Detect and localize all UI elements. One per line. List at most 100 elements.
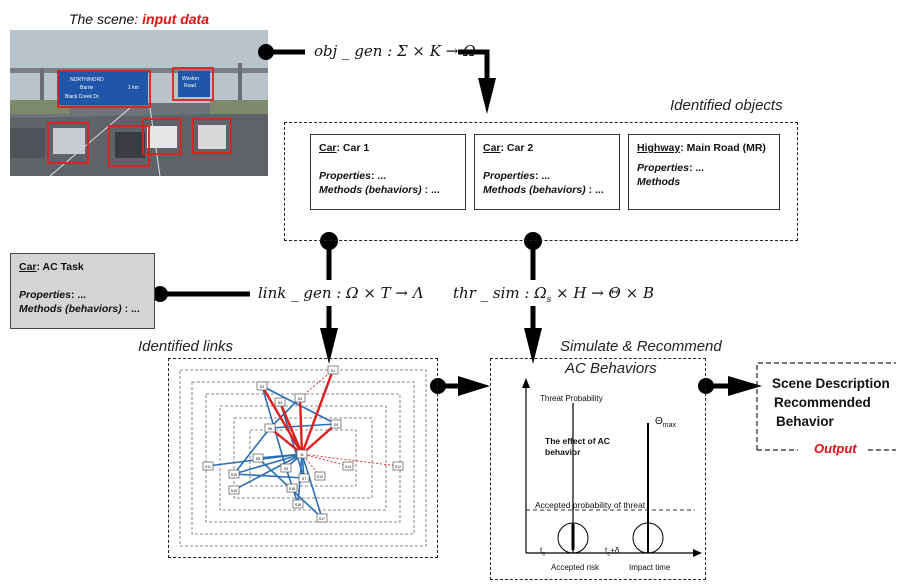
graph-node-label: S15 (231, 489, 237, 493)
methods-label: Methods (behaviors) (483, 184, 586, 197)
sign-left-line4: Black Creek Dr. (65, 94, 100, 100)
methods-value: : ... (421, 184, 440, 197)
properties-value: : ... (370, 170, 387, 183)
threat-edge (301, 423, 337, 455)
sign-left-line2: Barrie (80, 85, 94, 91)
graph-node: S3 (274, 397, 286, 407)
threat-edge (301, 453, 349, 467)
identified-objects-caption: Identified objects (670, 97, 783, 114)
properties-label: Properties (483, 170, 535, 183)
accepted-risk-label: Accepted risk (551, 563, 600, 572)
methods-value: : ... (585, 184, 604, 197)
methods-label: Methods (behaviors) (319, 184, 422, 197)
identified-links-caption: Identified links (138, 338, 234, 355)
effect-label: The effect of AC behavior (545, 436, 610, 457)
simulate-caption-line1: Simulate & Recommend (560, 338, 722, 355)
link-edge (233, 473, 305, 479)
graph-node-label: M (301, 453, 304, 457)
graph-node-label: S13 (317, 475, 323, 479)
obj-gen-formula: obj _ gen : Σ × K → Ω (314, 42, 476, 60)
link-gen-formula: link _ gen : Ω × T → Λ (258, 284, 424, 302)
graph-node: S8 (252, 453, 264, 463)
output-label: Output (814, 441, 857, 456)
thr-sim-formula: thr _ sim : Ωs × H → Θ × B (453, 284, 654, 305)
graph-node: S16 (292, 499, 304, 509)
properties-value: : ... (688, 162, 705, 175)
graph-node: S18 (286, 483, 298, 493)
graph-node-label: S16 (295, 503, 301, 507)
theta-sub: max (662, 422, 677, 429)
thr-sim-prefix: thr _ sim : Ω (453, 284, 547, 302)
graph-node-label: S2 (260, 385, 264, 389)
graph-node-label: S10 (231, 473, 237, 477)
graph-node-label: S8 (256, 457, 260, 461)
graph-node: S9 (280, 463, 292, 473)
graph-node-label: S9 (284, 467, 288, 471)
graph-node-label: S7 (302, 477, 306, 481)
link-edge (233, 427, 271, 475)
threat-edge (298, 397, 304, 455)
graph-node-label: S17 (319, 517, 325, 521)
t0-label: tc (540, 546, 545, 558)
impact-time-label: Impact time (629, 563, 671, 572)
graph-node: S14 (342, 461, 354, 471)
scene-title-prefix: The scene: (68, 11, 143, 27)
sign-left-line1: NORTH/NORD (70, 77, 104, 83)
output-container: Scene Description Recommended Behavior O… (756, 362, 896, 456)
t0-symbol: t (540, 546, 543, 555)
graph-node: S17 (316, 513, 328, 523)
graph-node: S4 (294, 393, 306, 403)
graph-node: M (296, 449, 308, 459)
arrow-down-icon (478, 78, 496, 114)
t1-suffix: +δ (610, 546, 620, 555)
arrow-down-icon (524, 328, 542, 364)
threat-edge (300, 369, 335, 455)
output-line: Behavior (776, 414, 834, 429)
y-axis-label: Threat Probability (540, 394, 603, 403)
scene-title-highlight: input data (142, 11, 210, 27)
scene-title: The scene: input data (10, 8, 268, 30)
object-type: Car (483, 142, 501, 154)
properties-label: Properties (319, 170, 371, 183)
thr-sim-suffix: × H → Θ × B (551, 284, 654, 302)
graph-node: S1 (327, 365, 339, 375)
object-card-car2: Car: Car 2 Properties: ... Methods (beha… (474, 134, 620, 210)
graph-node: S15 (228, 485, 240, 495)
graph-node: S5 (330, 419, 342, 429)
object-card-car1: Car: Car 1 Properties: ... Methods (beha… (310, 134, 466, 210)
object-type: Highway (637, 142, 681, 154)
ac-task-card: Car: AC Task Properties: ... Methods (be… (10, 253, 155, 329)
properties-value: : ... (534, 170, 551, 183)
scene-image: NORTH/NORD Barrie 1 km Black Creek Dr. W… (10, 8, 268, 176)
graph-node: S11 (202, 461, 214, 471)
ac-task-type: Car (19, 261, 37, 273)
output-text: Scene Description Recommended Behavior (772, 374, 890, 431)
graph-node-label: S4 (298, 397, 302, 401)
methods-value: : ... (121, 303, 140, 316)
graph-node: S10 (228, 469, 240, 479)
t1-sub: c (607, 551, 611, 558)
simulate-caption-line2: AC Behaviors (565, 360, 657, 377)
link-edge (301, 453, 323, 519)
properties-label: Properties (637, 162, 689, 175)
t1-symbol: t (605, 546, 608, 555)
thr-sim-sub: s (546, 295, 552, 305)
object-type: Car (319, 142, 337, 154)
accepted-probability-label: Accepted probability of threat (535, 500, 646, 510)
sign-right-line2: Road (184, 83, 196, 89)
graph-node-label: S14 (345, 465, 351, 469)
properties-value: : ... (70, 289, 87, 302)
threat-chart (522, 378, 702, 557)
threat-edge (301, 453, 399, 467)
threat-edge (260, 385, 304, 455)
graph-node: S2 (256, 381, 268, 391)
theta-max-label: Θmax (655, 416, 676, 429)
arrow-right-icon (458, 376, 490, 396)
ac-task-name: : AC Task (36, 261, 84, 273)
graph-node: S12 (392, 461, 404, 471)
graph-node: S13 (314, 471, 326, 481)
t0-sub: c (542, 551, 546, 558)
output-border (756, 362, 896, 451)
graph-node-label: S5 (334, 423, 338, 427)
